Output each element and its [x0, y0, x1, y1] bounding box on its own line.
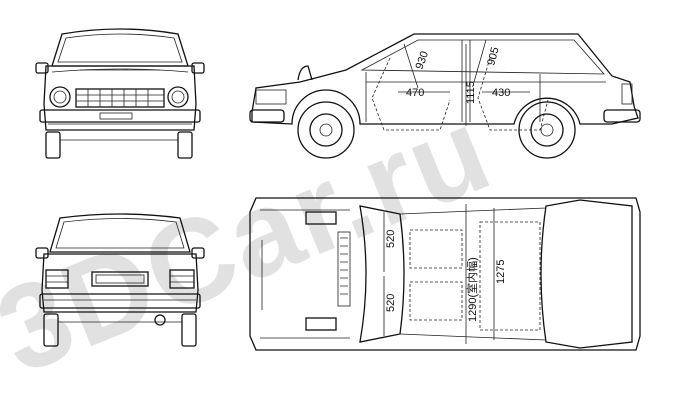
front-headroom-label: 930: [414, 50, 432, 71]
front-legroom-label: 470: [406, 87, 424, 99]
top-view: 520 520 1290(室内幅) 1275: [249, 197, 641, 351]
height-label: 1115: [465, 81, 477, 104]
rear-legroom-label: 430: [492, 87, 510, 99]
front-seat-width-b-label: 520: [385, 294, 397, 312]
side-view: 930 905 470 1115 430: [249, 33, 641, 159]
rear-width-label: 1275: [495, 260, 507, 284]
front-view: [35, 28, 205, 159]
watermark-text: 3DCar.ru: [0, 81, 508, 399]
interior-width-label: 1290(室内幅): [465, 257, 479, 322]
rear-headroom-label: 905: [485, 46, 501, 67]
front-seat-width-a-label: 520: [385, 230, 397, 248]
watermark: 3DCar.ru: [0, 81, 508, 399]
rear-view: [35, 213, 205, 347]
